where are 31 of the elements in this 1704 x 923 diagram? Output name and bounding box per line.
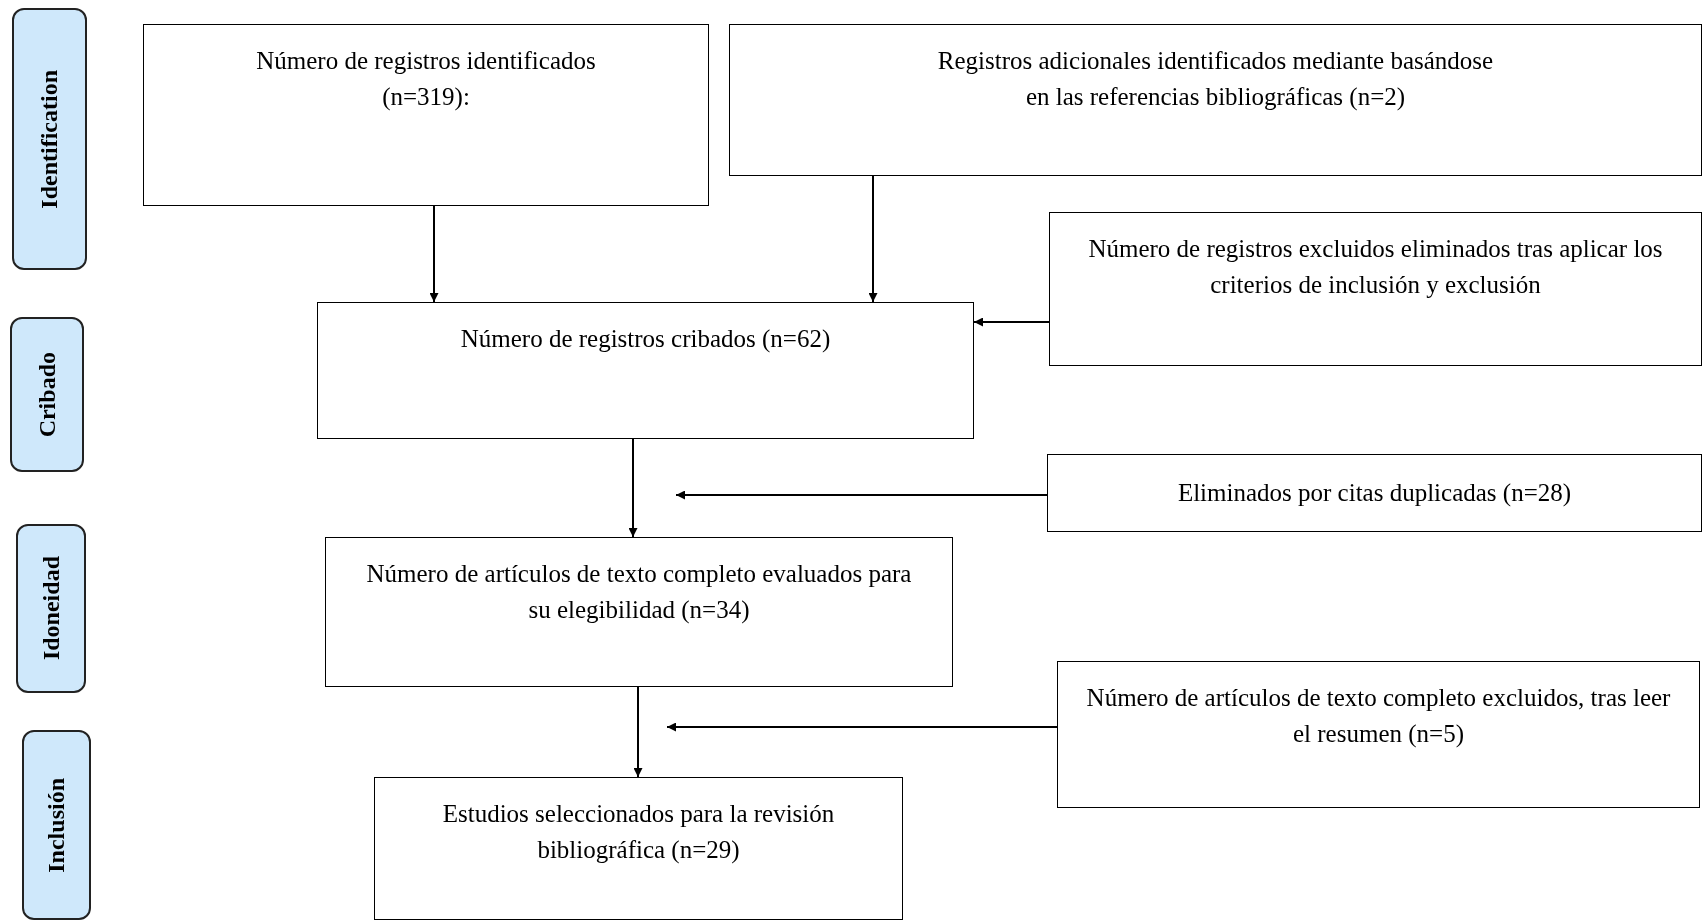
process-box [1057, 661, 1700, 808]
arrow [868, 175, 878, 303]
stage-label: Cribado [33, 351, 61, 438]
process-box [729, 24, 1702, 176]
box-text: Número de artículos de texto completo evaluados para su elegibilidad (n=34) [365, 559, 913, 626]
stage-label-box [16, 524, 86, 693]
process-box [1049, 212, 1702, 366]
arrow [628, 438, 638, 538]
arrow [633, 686, 643, 778]
process-box [325, 537, 953, 687]
stage-label-box [12, 8, 87, 270]
stage-label: Inclusión [43, 777, 70, 873]
stage-label-box [22, 730, 91, 920]
arrow [429, 205, 439, 303]
process-box [374, 777, 903, 920]
stage-label: Identification [36, 69, 63, 209]
box-text: Eliminados por citas duplicadas (n=28) [1177, 478, 1572, 508]
box-text: Número de registros cribados (n=62) [460, 324, 831, 355]
stage-label-box [10, 317, 84, 472]
box-text: Número de registros identificados (n=319): [255, 46, 597, 113]
box-text: Número de artículos de texto completo excluidos, tras leer el resumen (n=5) [1085, 683, 1672, 750]
process-box [143, 24, 709, 206]
stage-label: Idoneidad [37, 556, 65, 661]
process-box [1047, 454, 1702, 532]
box-text: Número de registros excluidos eliminados tras aplicar los criterios de inclusión y exclusión [1087, 234, 1664, 300]
arrow [666, 722, 1058, 732]
arrow [973, 317, 1050, 327]
arrow [675, 490, 1048, 500]
process-box [317, 302, 974, 439]
box-text: Registros adicionales identificados mediante basándose en las referencias bibliográficas (n=2) [936, 46, 1495, 113]
box-text: Estudios seleccionados para la revisión bibliográfica (n=29) [441, 799, 836, 866]
